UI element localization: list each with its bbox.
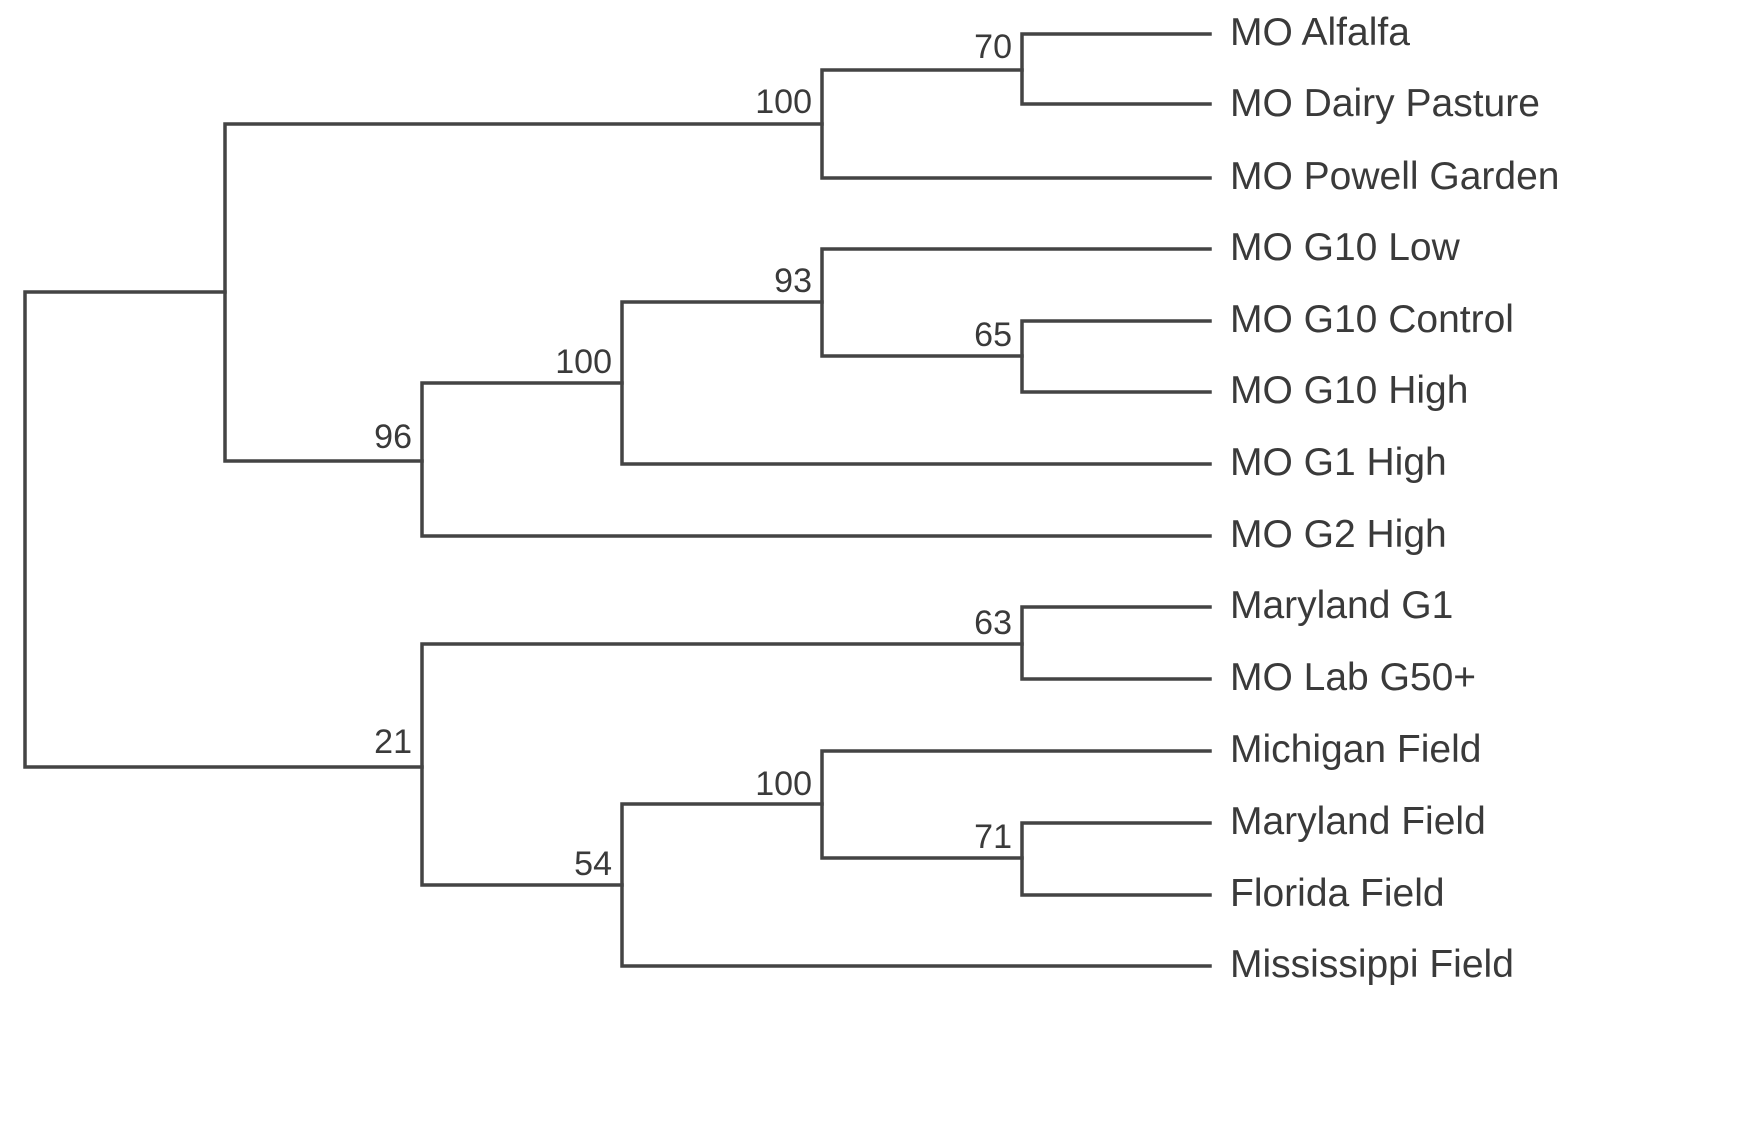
leaf-labels: MO Alfalfa MO Dairy Pasture MO Powell Ga…	[1230, 11, 1559, 986]
support-value: 70	[974, 28, 1012, 66]
support-value: 96	[374, 418, 412, 456]
leaf-label: Maryland G1	[1230, 584, 1453, 627]
leaf-label: MO Lab G50+	[1230, 656, 1476, 699]
support-value: 93	[774, 262, 812, 300]
leaf-label: MO Alfalfa	[1230, 11, 1410, 54]
branch-lower-clade	[420, 642, 1024, 887]
support-value: 21	[374, 723, 412, 761]
branch-mo-field-group	[820, 68, 1212, 180]
branch-maryland-florida	[1020, 821, 1212, 897]
support-value: 63	[974, 604, 1012, 642]
leaf-label: Florida Field	[1230, 872, 1445, 915]
leaf-label: MO Powell Garden	[1230, 155, 1559, 198]
support-value: 54	[574, 845, 612, 883]
support-values: 70 100 93 65 100 96 63 21 100 71 54	[374, 28, 1012, 883]
branch-g10-g1-group	[620, 300, 1212, 466]
leaf-label: MO G10 Control	[1230, 298, 1514, 341]
support-value: 100	[755, 765, 812, 803]
leaf-label: Maryland Field	[1230, 800, 1486, 843]
branch-alfalfa-dairy	[1020, 32, 1212, 106]
support-value: 100	[755, 83, 812, 121]
branch-field-group	[820, 749, 1212, 860]
branch-root	[23, 290, 424, 769]
support-value: 65	[974, 316, 1012, 354]
tree-branches	[23, 32, 1212, 968]
leaf-label: MO G2 High	[1230, 513, 1447, 556]
support-value: 71	[974, 818, 1012, 856]
leaf-label: MO G10 High	[1230, 369, 1468, 412]
branch-upper-clade	[223, 122, 824, 463]
leaf-label: Michigan Field	[1230, 728, 1481, 771]
leaf-label: Mississippi Field	[1230, 943, 1514, 986]
leaf-label: MO G1 High	[1230, 441, 1447, 484]
branch-g10-control-high	[1020, 319, 1212, 394]
leaf-label: MO G10 Low	[1230, 226, 1461, 269]
support-value: 100	[555, 343, 612, 381]
branch-g10-low-group	[820, 247, 1212, 358]
branch-maryland-g1-lab	[1020, 605, 1212, 681]
branch-g-high-group	[420, 381, 1212, 538]
leaf-label: MO Dairy Pasture	[1230, 82, 1540, 125]
branch-field-mississippi	[620, 802, 1212, 968]
